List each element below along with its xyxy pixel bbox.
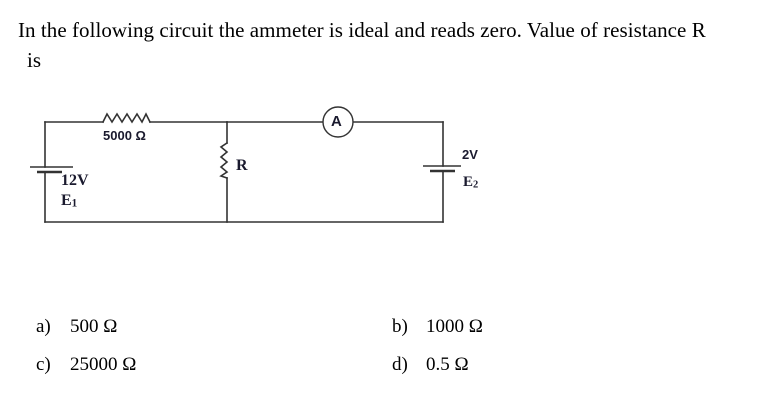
ammeter-icon xyxy=(322,106,354,138)
option-a: a) 500 Ω xyxy=(36,317,117,337)
ammeter-label: A xyxy=(331,113,342,130)
battery-e1-name-label: E1 xyxy=(61,193,77,210)
question-text-line-1: In the following circuit the ammeter is … xyxy=(18,18,706,42)
option-c: c) 25000 Ω xyxy=(36,355,136,375)
battery-e1-name: E xyxy=(61,192,72,209)
option-d-letter: d) xyxy=(392,354,408,375)
resistor-r-label: R xyxy=(236,157,248,174)
battery-e2-subscript: 2 xyxy=(473,179,479,191)
option-b-value: 1000 Ω xyxy=(426,316,483,337)
option-d-value: 0.5 Ω xyxy=(426,354,469,375)
battery-e2-name: E xyxy=(463,174,474,190)
battery-e2-voltage-label: 2V xyxy=(462,147,478,162)
battery-e2-name-label: E2 xyxy=(463,175,478,191)
option-c-value: 25000 Ω xyxy=(70,354,137,375)
option-a-value: 500 Ω xyxy=(70,316,118,337)
resistor-5000-icon xyxy=(101,112,152,124)
option-c-letter: c) xyxy=(36,354,51,375)
resistor-r-icon xyxy=(219,141,229,180)
option-d: d) 0.5 Ω xyxy=(392,355,469,375)
option-b-letter: b) xyxy=(392,316,408,337)
battery-e1-subscript: 1 xyxy=(71,197,78,210)
option-b: b) 1000 Ω xyxy=(392,317,483,337)
question-text-line-2: is xyxy=(27,48,42,72)
resistor-5000-label: 5000 Ω xyxy=(103,128,146,143)
battery-e1-voltage-label: 12V xyxy=(61,172,89,189)
option-a-letter: a) xyxy=(36,316,51,337)
